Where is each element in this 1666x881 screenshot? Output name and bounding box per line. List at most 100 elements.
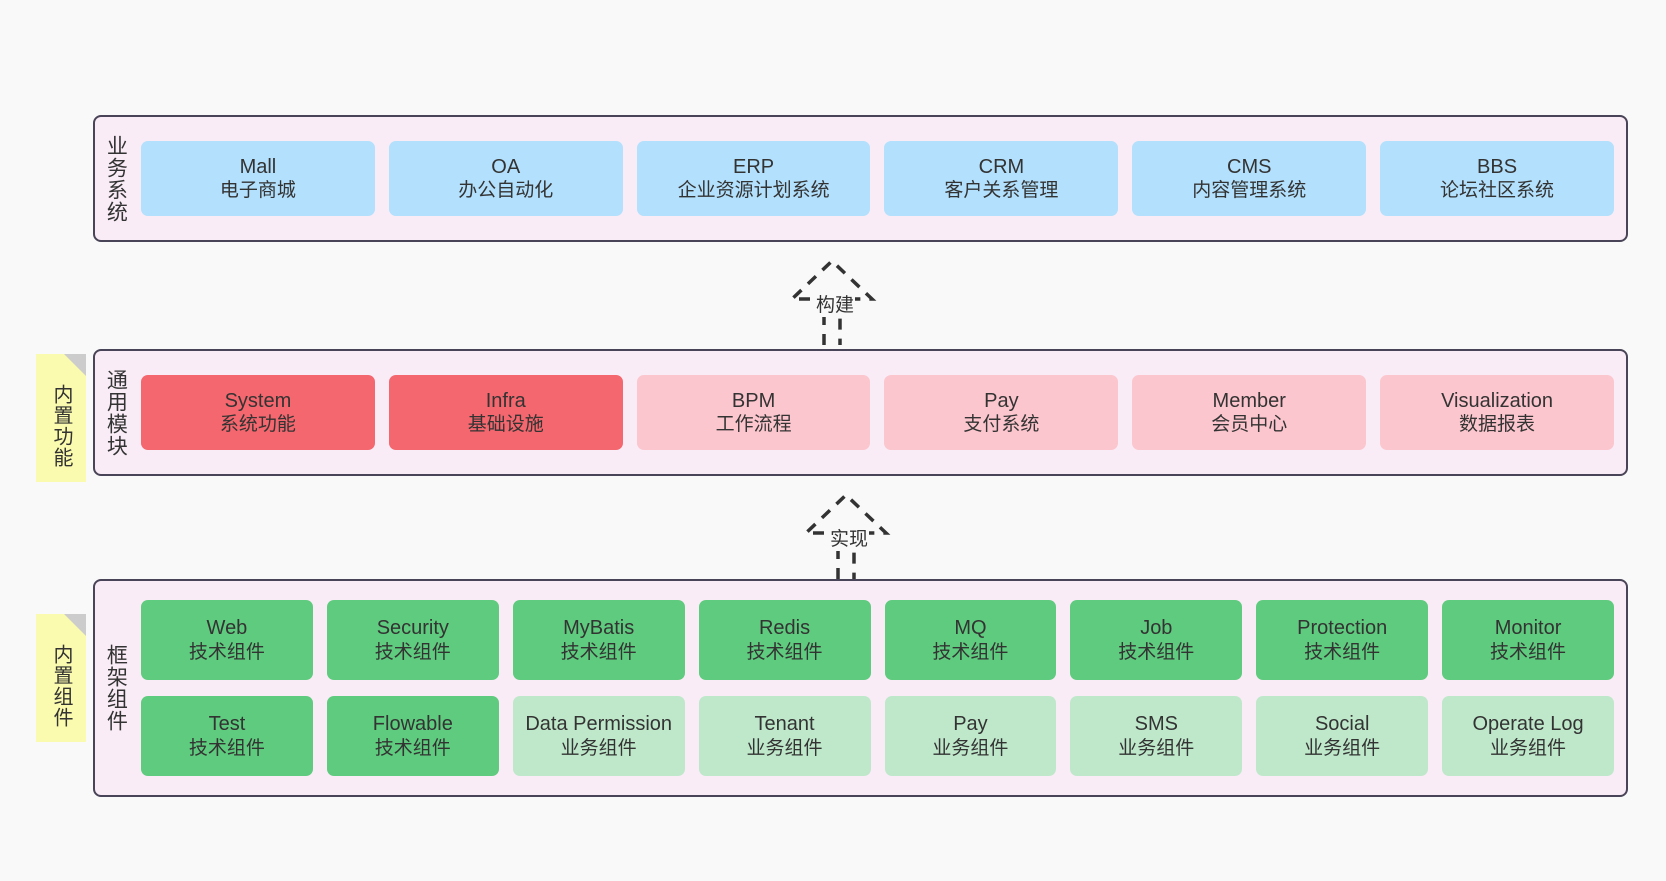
node-subtitle: 数据报表 bbox=[1459, 414, 1536, 436]
node-title: Security bbox=[376, 617, 449, 640]
layer-body-framework-components: Web 技术组件 Security 技术组件 MyBatis 技术组件 Redi… bbox=[135, 581, 1626, 795]
layer-framework-components: 框架组件 Web 技术组件 Security 技术组件 MyBatis 技术组件… bbox=[93, 579, 1628, 797]
node-mq[interactable]: MQ 技术组件 bbox=[884, 600, 1057, 680]
node-subtitle: 技术组件 bbox=[1304, 641, 1381, 663]
node-sms[interactable]: SMS 业务组件 bbox=[1070, 696, 1243, 776]
node-protection[interactable]: Protection 技术组件 bbox=[1256, 600, 1429, 680]
node-title: Flowable bbox=[372, 713, 453, 736]
node-subtitle: 内容管理系统 bbox=[1192, 180, 1307, 202]
node-title: Operate Log bbox=[1472, 713, 1584, 736]
node-oa[interactable]: OA 办公自动化 bbox=[388, 141, 623, 216]
node-subtitle: 支付系统 bbox=[963, 414, 1040, 436]
node-subtitle: 会员中心 bbox=[1211, 414, 1288, 436]
layer-title-business-systems: 业务系统 bbox=[104, 134, 128, 223]
connector-build-arrow: 构建 bbox=[752, 255, 912, 345]
node-subtitle: 业务组件 bbox=[1118, 737, 1195, 759]
note-fold-corner-icon bbox=[64, 614, 86, 636]
node-member[interactable]: Member 会员中心 bbox=[1132, 375, 1367, 450]
node-crm[interactable]: CRM 客户关系管理 bbox=[884, 141, 1119, 216]
node-erp[interactable]: ERP 企业资源计划系统 bbox=[636, 141, 871, 216]
node-title: Protection bbox=[1297, 617, 1388, 640]
connector-implement-arrow: 实现 bbox=[766, 489, 926, 579]
node-title: Member bbox=[1212, 389, 1286, 412]
node-subtitle: 技术组件 bbox=[746, 641, 823, 663]
node-mall[interactable]: Mall 电子商城 bbox=[141, 141, 375, 216]
node-row: Test 技术组件 Flowable 技术组件 Data Permission … bbox=[141, 696, 1614, 776]
node-title: BPM bbox=[731, 389, 776, 412]
node-security[interactable]: Security 技术组件 bbox=[326, 600, 499, 680]
node-title: Pay bbox=[984, 389, 1019, 412]
node-title: Redis bbox=[758, 617, 811, 640]
layer-body-business-systems: Mall 电子商城 OA 办公自动化 ERP 企业资源计划系统 CRM 客户关系… bbox=[135, 117, 1626, 240]
node-subtitle: 企业资源计划系统 bbox=[677, 180, 830, 202]
node-subtitle: 系统功能 bbox=[219, 414, 296, 436]
node-job[interactable]: Job 技术组件 bbox=[1070, 600, 1243, 680]
node-social[interactable]: Social 业务组件 bbox=[1256, 696, 1429, 776]
node-tenant[interactable]: Tenant 业务组件 bbox=[698, 696, 871, 776]
node-bpm[interactable]: BPM 工作流程 bbox=[636, 375, 871, 450]
node-mybatis[interactable]: MyBatis 技术组件 bbox=[512, 600, 685, 680]
node-subtitle: 基础设施 bbox=[467, 414, 544, 436]
node-subtitle: 技术组件 bbox=[1118, 641, 1195, 663]
node-title: Visualization bbox=[1441, 389, 1554, 412]
node-monitor[interactable]: Monitor 技术组件 bbox=[1442, 600, 1614, 680]
node-subtitle: 工作流程 bbox=[715, 414, 792, 436]
node-subtitle: 业务组件 bbox=[1490, 737, 1567, 759]
connector-label-implement: 实现 bbox=[829, 524, 870, 551]
node-title: SMS bbox=[1134, 713, 1178, 736]
node-web[interactable]: Web 技术组件 bbox=[141, 600, 313, 680]
node-title: OA bbox=[491, 155, 521, 178]
node-cms[interactable]: CMS 内容管理系统 bbox=[1132, 141, 1367, 216]
node-row: Mall 电子商城 OA 办公自动化 ERP 企业资源计划系统 CRM 客户关系… bbox=[141, 141, 1614, 216]
node-pay-component[interactable]: Pay 业务组件 bbox=[884, 696, 1057, 776]
layer-common-modules: 通用模块 System 系统功能 Infra 基础设施 BPM 工作流程 Pay… bbox=[93, 349, 1628, 476]
node-subtitle: 技术组件 bbox=[374, 641, 451, 663]
node-subtitle: 业务组件 bbox=[932, 737, 1009, 759]
node-pay-module[interactable]: Pay 支付系统 bbox=[884, 375, 1119, 450]
layer-business-systems: 业务系统 Mall 电子商城 OA 办公自动化 ERP 企业资源计划系统 CRM… bbox=[93, 115, 1628, 242]
node-subtitle: 技术组件 bbox=[932, 641, 1009, 663]
node-subtitle: 论坛社区系统 bbox=[1440, 180, 1555, 202]
node-subtitle: 电子商城 bbox=[219, 180, 296, 202]
node-row: Web 技术组件 Security 技术组件 MyBatis 技术组件 Redi… bbox=[141, 600, 1614, 680]
node-visualization[interactable]: Visualization 数据报表 bbox=[1380, 375, 1614, 450]
node-test[interactable]: Test 技术组件 bbox=[141, 696, 313, 776]
node-title: System bbox=[224, 389, 292, 412]
node-subtitle: 技术组件 bbox=[374, 737, 451, 759]
node-redis[interactable]: Redis 技术组件 bbox=[698, 600, 871, 680]
node-subtitle: 业务组件 bbox=[560, 737, 637, 759]
sticky-note-label: 内置功能 bbox=[50, 384, 72, 468]
layer-title-framework-components: 框架组件 bbox=[104, 644, 128, 732]
node-title: Tenant bbox=[754, 713, 815, 736]
node-title: Pay bbox=[953, 713, 988, 736]
node-flowable[interactable]: Flowable 技术组件 bbox=[326, 696, 499, 776]
node-title: MQ bbox=[954, 617, 987, 640]
node-operate-log[interactable]: Operate Log 业务组件 bbox=[1442, 696, 1614, 776]
node-system[interactable]: System 系统功能 bbox=[141, 375, 375, 450]
node-title: Test bbox=[208, 713, 246, 736]
node-subtitle: 办公自动化 bbox=[458, 180, 554, 202]
node-subtitle: 技术组件 bbox=[560, 641, 637, 663]
node-data-permission[interactable]: Data Permission 业务组件 bbox=[512, 696, 685, 776]
node-subtitle: 技术组件 bbox=[188, 737, 265, 759]
layer-title-common-modules: 通用模块 bbox=[104, 368, 128, 457]
node-subtitle: 客户关系管理 bbox=[944, 180, 1059, 202]
node-title: CMS bbox=[1227, 155, 1272, 178]
node-subtitle: 业务组件 bbox=[1304, 737, 1381, 759]
node-subtitle: 技术组件 bbox=[1490, 641, 1567, 663]
node-title: Web bbox=[206, 617, 248, 640]
node-title: Infra bbox=[485, 389, 526, 412]
node-title: BBS bbox=[1477, 155, 1518, 178]
node-title: MyBatis bbox=[563, 617, 635, 640]
node-infra[interactable]: Infra 基础设施 bbox=[388, 375, 623, 450]
sticky-note-label: 内置组件 bbox=[50, 644, 72, 728]
node-bbs[interactable]: BBS 论坛社区系统 bbox=[1380, 141, 1614, 216]
layer-body-common-modules: System 系统功能 Infra 基础设施 BPM 工作流程 Pay 支付系统… bbox=[135, 351, 1626, 474]
node-title: Social bbox=[1314, 713, 1370, 736]
node-title: CRM bbox=[978, 155, 1025, 178]
node-subtitle: 技术组件 bbox=[188, 641, 265, 663]
node-title: Job bbox=[1140, 617, 1173, 640]
connector-label-build: 构建 bbox=[815, 290, 856, 317]
node-title: ERP bbox=[733, 155, 775, 178]
